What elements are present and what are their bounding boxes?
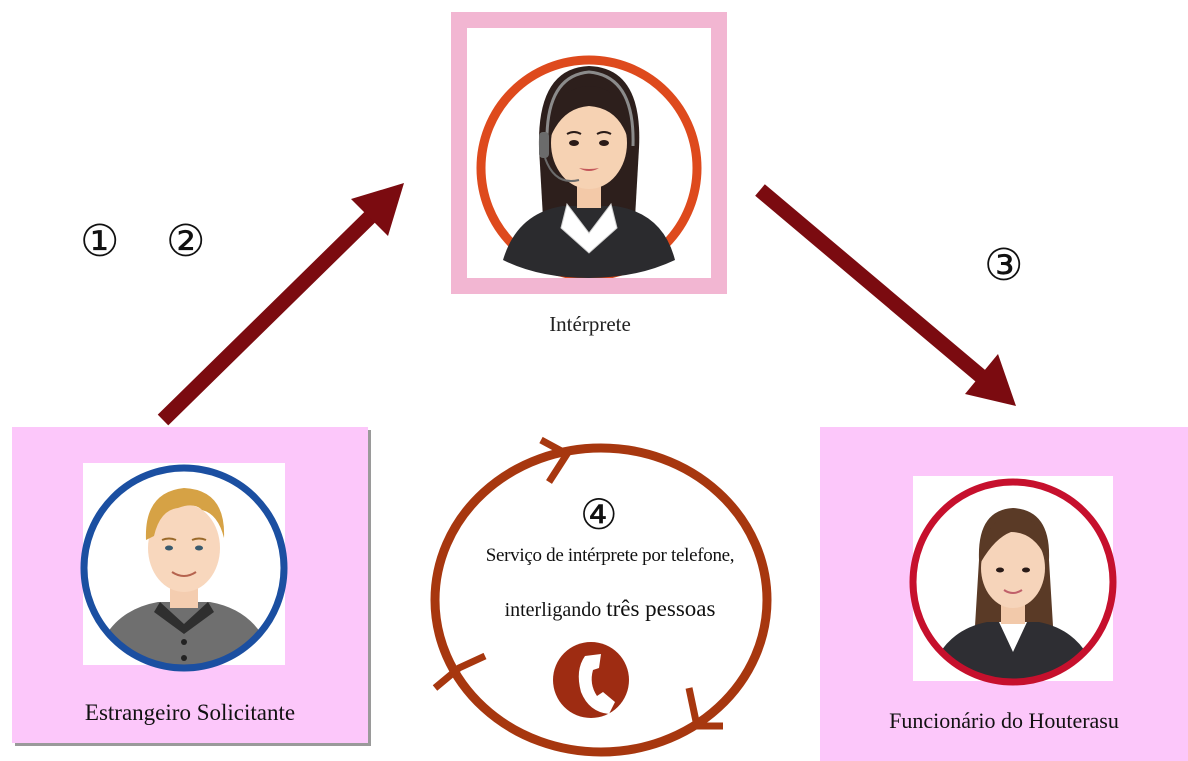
three-way-call-cycle bbox=[430, 436, 772, 757]
service-line2-prefix: interligando bbox=[504, 599, 607, 621]
interpreter-portrait bbox=[476, 55, 702, 278]
service-description-line1: Serviço de intérprete por telefone, bbox=[485, 545, 735, 566]
step-1-marker: ① bbox=[80, 216, 120, 267]
step-3-marker: ③ bbox=[984, 240, 1024, 291]
step-2-marker: ② bbox=[166, 216, 206, 267]
step-4-marker: ④ bbox=[580, 490, 618, 539]
staff-label: Funcionário do Houterasu bbox=[889, 708, 1119, 733]
arrow-interpreter-to-staff bbox=[755, 184, 1016, 406]
staff-portrait bbox=[909, 478, 1117, 686]
requester-label: Estrangeiro Solicitante bbox=[84, 700, 296, 725]
phone-icon bbox=[553, 642, 629, 718]
service-line2-emphasis: três pessoas bbox=[606, 596, 716, 621]
service-description-line2: interligando três pessoas bbox=[462, 596, 758, 622]
interpreter-label: Intérprete bbox=[549, 312, 631, 336]
requester-portrait bbox=[80, 464, 288, 672]
